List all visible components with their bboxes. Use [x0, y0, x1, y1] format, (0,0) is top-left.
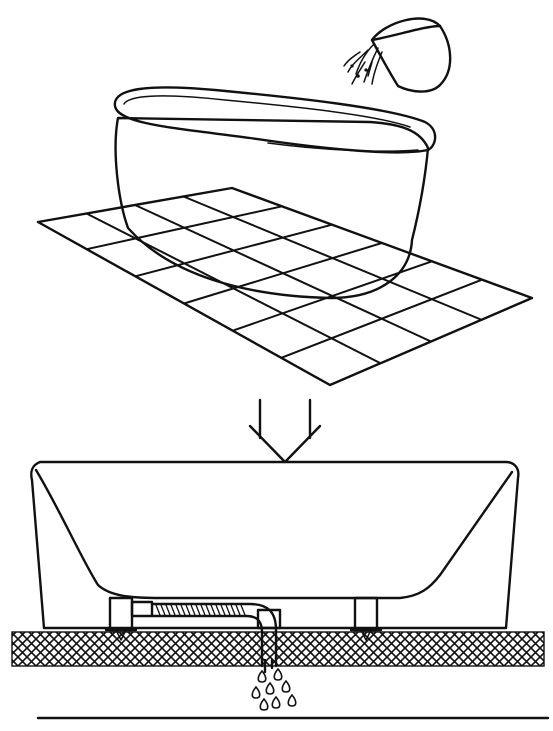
- cup-icon: [370, 17, 452, 93]
- ground-hatch-icon: [11, 631, 545, 667]
- down-arrow-icon: [248, 398, 322, 464]
- bathtub-side-view: [30, 460, 520, 641]
- water-pour-icon: [343, 43, 383, 85]
- bathtub-icon: [113, 86, 437, 300]
- drain-pipe-icon: [130, 600, 282, 668]
- tile-floor-icon: [36, 186, 534, 387]
- water-drops-icon: [251, 658, 297, 711]
